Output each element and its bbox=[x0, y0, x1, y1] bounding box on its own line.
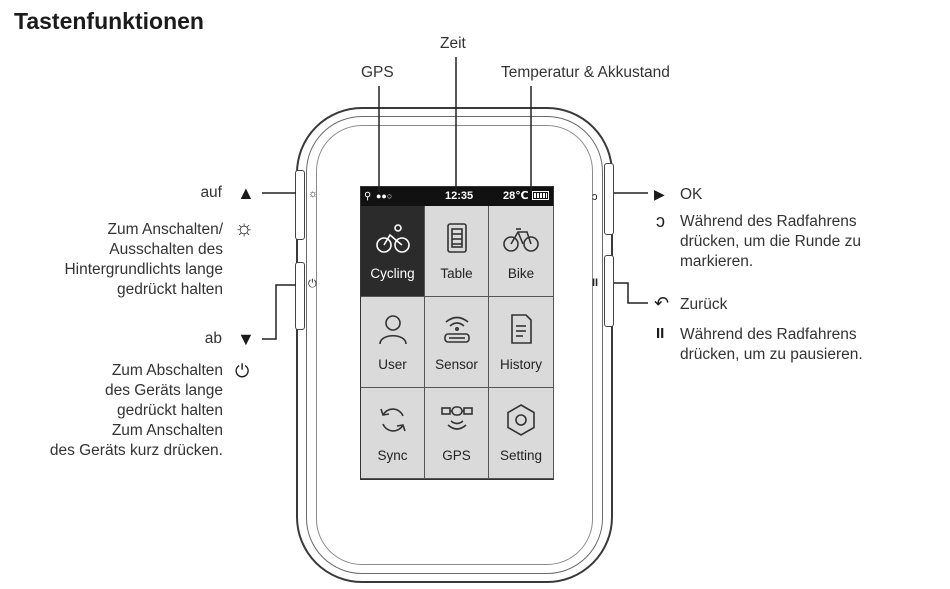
app-tile-sync[interactable]: Sync bbox=[361, 388, 425, 479]
power-line: Zum Abschalten bbox=[111, 362, 223, 379]
user-icon bbox=[379, 315, 407, 345]
app-tile-label: Sensor bbox=[435, 357, 478, 372]
device-body bbox=[296, 107, 613, 583]
gps-status-icon: ⚲ bbox=[364, 191, 372, 202]
history-icon bbox=[511, 314, 532, 344]
sync-icon bbox=[380, 408, 406, 432]
page-title: Tastenfunktionen bbox=[14, 8, 204, 34]
app-tile-label: Cycling bbox=[370, 266, 415, 281]
up-side-button[interactable] bbox=[295, 170, 305, 240]
gps-signal: ●●○ bbox=[376, 191, 393, 201]
up-label: auf bbox=[200, 184, 222, 201]
app-tile-sensor[interactable]: Sensor bbox=[425, 297, 489, 388]
down-arrow-icon: ▼ bbox=[237, 329, 255, 349]
back-label: Zurück bbox=[680, 296, 728, 313]
ok-play-icon: ▶ bbox=[654, 186, 665, 202]
power-line: des Geräts lange bbox=[104, 382, 223, 399]
lap-description: Während des Radfahrens drücken, um die R… bbox=[680, 212, 861, 272]
back-callout-line bbox=[614, 282, 648, 304]
cycling-icon bbox=[376, 224, 410, 253]
status-time: 12:35 bbox=[445, 190, 474, 202]
table-icon bbox=[447, 223, 467, 253]
app-tile-history[interactable]: History bbox=[489, 297, 554, 388]
status-temperature: 28℃ bbox=[503, 190, 529, 202]
gps-icon bbox=[441, 406, 473, 430]
back-button-glyph: II bbox=[592, 277, 599, 289]
device-bezel bbox=[306, 116, 603, 574]
sensor-icon bbox=[444, 316, 470, 343]
power-line: gedrückt halten bbox=[117, 402, 223, 419]
backlight-line: Hintergrundlichts lange bbox=[64, 261, 223, 278]
bike-icon bbox=[503, 228, 539, 252]
backlight-description: Zum Anschalten/ Ausschalten des Hintergr… bbox=[40, 220, 223, 300]
sun-icon: ☼ bbox=[234, 215, 255, 240]
lap-line: markieren. bbox=[680, 253, 754, 270]
power-side-button[interactable] bbox=[295, 262, 305, 330]
battery-icon bbox=[532, 191, 549, 200]
down-callout-line bbox=[262, 284, 296, 340]
app-tile-label: Setting bbox=[499, 448, 543, 463]
ok-label: OK bbox=[680, 186, 703, 203]
backlight-line: Zum Anschalten/ bbox=[107, 221, 223, 238]
backlight-line: gedrückt halten bbox=[117, 281, 223, 298]
backlight-line: Ausschalten des bbox=[109, 241, 223, 258]
app-tile-label: Table bbox=[440, 266, 473, 281]
up-button-glyph: ☼ bbox=[308, 188, 319, 200]
pause-line: drücken, um zu pausieren. bbox=[680, 346, 863, 363]
power-line: des Geräts kurz drücken. bbox=[49, 442, 223, 459]
power-description: Zum Abschalten des Geräts lange gedrückt… bbox=[10, 361, 223, 461]
app-tile-setting[interactable]: Setting bbox=[489, 388, 554, 479]
app-tile-label: Bike bbox=[507, 266, 535, 281]
zeit-callout-label: Zeit bbox=[440, 35, 466, 52]
pause-icon: II bbox=[656, 325, 665, 342]
down-label: ab bbox=[204, 330, 222, 347]
power-line: Zum Anschalten bbox=[111, 422, 223, 439]
app-tile-label: History bbox=[499, 357, 542, 372]
back-arrow-icon: ↶ bbox=[654, 293, 670, 313]
pause-description: Während des Radfahrens drücken, um zu pa… bbox=[680, 325, 863, 365]
back-side-button[interactable] bbox=[604, 255, 614, 327]
app-tile-label: User bbox=[378, 357, 407, 372]
lap-line: drücken, um die Runde zu bbox=[680, 233, 861, 250]
up-arrow-icon: ▲ bbox=[237, 183, 255, 203]
ok-side-button[interactable] bbox=[604, 163, 614, 235]
app-tile-bike[interactable]: Bike bbox=[489, 206, 554, 297]
pause-line: Während des Radfahrens bbox=[680, 326, 857, 343]
status-bar: ⚲ ●●○ 12:35 28℃ bbox=[361, 187, 553, 206]
lap-icon: ↄ bbox=[656, 211, 665, 231]
app-tile-user[interactable]: User bbox=[361, 297, 425, 388]
app-tile-label: Sync bbox=[377, 448, 408, 463]
temperature-callout-label: Temperatur & Akkustand bbox=[501, 64, 670, 81]
app-tile-label: GPS bbox=[442, 448, 471, 463]
device-inner-bezel bbox=[316, 125, 593, 565]
power-button-glyph: ⏻ bbox=[308, 278, 317, 290]
app-tile-table[interactable]: Table bbox=[425, 206, 489, 297]
app-tile-cycling[interactable]: Cycling bbox=[361, 206, 425, 297]
ok-button-glyph: ↄ bbox=[592, 191, 598, 203]
power-icon: ⏻ bbox=[235, 361, 250, 381]
lap-line: Während des Radfahrens bbox=[680, 213, 857, 230]
setting-icon bbox=[507, 404, 535, 436]
gps-callout-label: GPS bbox=[361, 64, 394, 81]
app-tile-gps[interactable]: GPS bbox=[425, 388, 489, 479]
